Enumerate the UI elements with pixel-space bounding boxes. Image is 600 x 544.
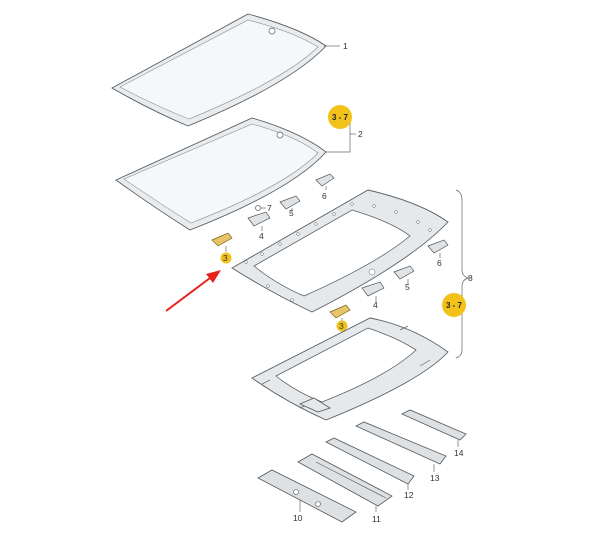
- bracket-4b: [361, 281, 385, 302]
- callout-10: 10: [293, 513, 303, 523]
- bracket-5a: [279, 195, 301, 212]
- callout-2: 2: [358, 129, 363, 139]
- callout-1: 1: [343, 41, 348, 51]
- callout-11: 11: [372, 514, 381, 524]
- callout-3b: 3: [339, 321, 344, 331]
- sunroof-frame-panel: [231, 189, 449, 313]
- callout-12: 12: [404, 490, 414, 500]
- callout-14: 14: [454, 448, 464, 458]
- reference-badge-1: 3 - 7: [328, 105, 352, 129]
- callout-8: 8: [468, 273, 473, 283]
- roof-frame-structure: [251, 317, 449, 421]
- callout-6b: 6: [437, 258, 442, 268]
- bracket-6a: [315, 173, 335, 190]
- callout-7: 7: [267, 203, 272, 213]
- roof-panel-1: [111, 13, 340, 127]
- rail-13: [355, 421, 447, 472]
- rail-12: [325, 437, 415, 490]
- bracket-8: [455, 189, 470, 359]
- svg-text:3 - 7: 3 - 7: [446, 301, 463, 310]
- callout-3a: 3: [223, 253, 228, 263]
- rail-14: [401, 409, 467, 447]
- roof-panel-2: [115, 117, 346, 231]
- callout-13: 13: [430, 473, 440, 483]
- bracket-4a: [247, 211, 271, 231]
- reference-badge-2: 3 - 7: [442, 293, 466, 317]
- bracket-6b: [427, 239, 449, 258]
- rail-11: [297, 453, 393, 512]
- bracket-3b-highlighted: [329, 304, 351, 332]
- screw-7: [255, 205, 266, 211]
- callout-4b: 4: [373, 300, 378, 310]
- callout-5a: 5: [289, 208, 294, 218]
- callout-5b: 5: [405, 282, 410, 292]
- bracket-5b: [393, 265, 415, 284]
- bracket-3-highlighted: [211, 232, 233, 264]
- rail-10: [257, 469, 357, 523]
- callout-6a: 6: [322, 191, 327, 201]
- svg-text:3 - 7: 3 - 7: [332, 113, 349, 122]
- red-arrow-icon: [165, 270, 221, 312]
- callout-4a: 4: [259, 231, 264, 241]
